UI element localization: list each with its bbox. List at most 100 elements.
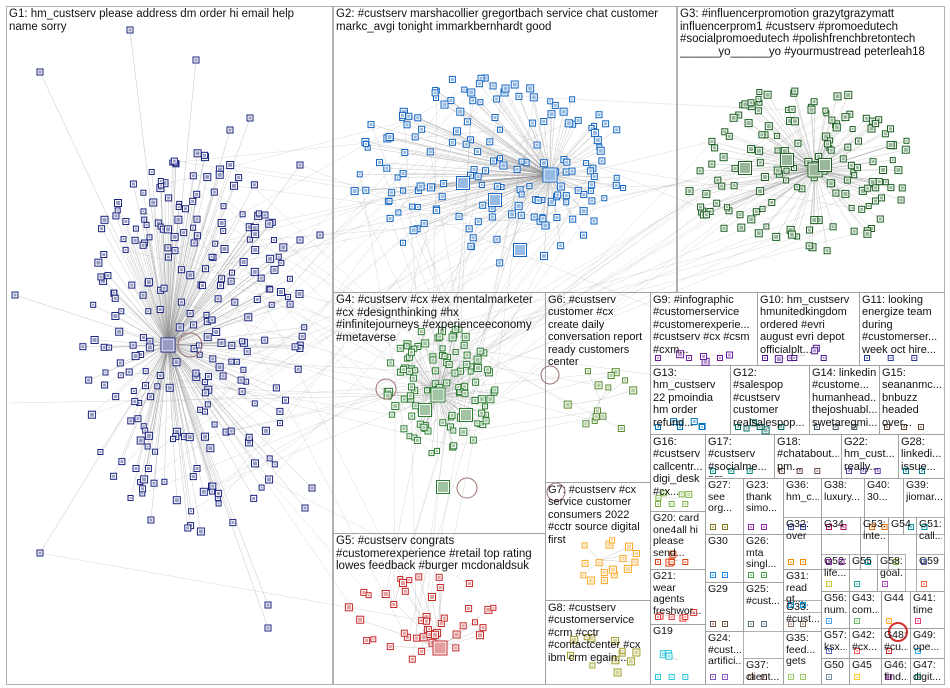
node-g1-avatar <box>264 429 268 433</box>
group-box-g51 <box>917 518 945 570</box>
node-g1-avatar <box>253 248 257 252</box>
node-g14-avatar <box>835 426 837 428</box>
group-box-g56 <box>822 592 850 629</box>
node-g1-avatar <box>183 435 186 438</box>
node-g2-avatar <box>481 204 484 207</box>
node-g4-avatar <box>461 430 465 434</box>
node-g3-avatar <box>865 232 869 236</box>
node-g1-avatar <box>198 344 200 346</box>
node-g16-avatar <box>657 503 659 505</box>
node-g4-avatar <box>476 366 480 370</box>
edge <box>815 170 867 234</box>
node-g3-avatar <box>755 210 758 213</box>
node-g2-avatar <box>481 184 483 186</box>
node-g2-avatar <box>550 200 554 204</box>
node-g4-avatar <box>409 435 411 437</box>
node-g3-avatar <box>760 133 763 136</box>
node-g1-avatar <box>106 274 109 277</box>
node-g1-avatar <box>263 339 266 342</box>
node-g3-avatar <box>851 207 853 209</box>
node-g1-avatar <box>261 487 263 489</box>
node-g3-avatar <box>767 124 771 128</box>
node-g1-avatar <box>241 390 244 393</box>
node-g22-avatar <box>862 470 864 472</box>
node-g7-avatar <box>626 567 630 571</box>
node-g1-avatar <box>149 519 152 522</box>
node-g52-avatar <box>828 583 830 585</box>
node-g2-avatar <box>531 122 534 125</box>
node-g1-avatar <box>280 262 282 264</box>
node-g4-avatar <box>426 389 428 391</box>
node-g2-avatar <box>458 110 462 114</box>
node-g50-avatar <box>828 676 830 678</box>
node-g4-avatar <box>480 397 484 401</box>
node-g2-avatar <box>604 122 607 125</box>
node-g1-avatar <box>223 247 227 251</box>
node-g2-avatar <box>565 201 567 203</box>
node-g1-avatar <box>166 227 170 231</box>
node-g2-avatar <box>498 261 501 264</box>
node-g2-avatar <box>492 160 495 163</box>
node-g3-avatar <box>808 229 811 232</box>
hub-node-g5-avatar <box>435 643 446 654</box>
node-g3-avatar <box>765 226 767 228</box>
node-g28-avatar <box>921 470 923 472</box>
node-g3-avatar <box>710 163 713 166</box>
node-g15-avatar <box>886 426 888 428</box>
node-g34-avatar <box>841 561 843 563</box>
node-g5-avatar <box>422 635 426 639</box>
node-g2-avatar <box>571 218 574 221</box>
node-g4-avatar <box>422 426 425 429</box>
node-g2-avatar <box>571 98 573 100</box>
node-g2-avatar <box>582 193 585 196</box>
node-g3-avatar <box>793 119 797 123</box>
node-g5-avatar <box>392 603 395 606</box>
node-g3-avatar <box>824 110 826 112</box>
node-g1-avatar <box>199 530 203 534</box>
node-g3-avatar <box>728 135 731 138</box>
node-g2-avatar <box>501 164 505 168</box>
node-g1-avatar <box>196 234 199 237</box>
node-g1-avatar <box>96 261 100 265</box>
node-g1-avatar <box>268 257 272 261</box>
node-g3-avatar <box>786 170 788 172</box>
node-g4-avatar <box>408 356 411 359</box>
edge <box>215 217 542 244</box>
node-g2-avatar <box>406 123 409 126</box>
node-g13-avatar <box>701 426 703 428</box>
group-box-g45 <box>850 659 882 685</box>
node-g31-avatar <box>802 604 804 606</box>
node-g23-avatar <box>763 526 765 528</box>
node-g2-avatar <box>495 238 498 241</box>
node-g27-avatar <box>712 526 714 528</box>
node-g2-avatar <box>590 183 593 186</box>
node-g21-avatar <box>692 611 695 614</box>
node-g1-avatar <box>172 438 174 440</box>
edge <box>485 376 611 407</box>
group-box-g7 <box>546 483 651 601</box>
node-g1-avatar <box>186 527 189 530</box>
node-g2-avatar <box>536 144 539 147</box>
node-g1-avatar <box>192 227 194 229</box>
node-g2-avatar <box>471 99 474 102</box>
node-g3-avatar <box>723 227 726 230</box>
node-g2-avatar <box>519 188 522 191</box>
node-g5-avatar <box>368 594 370 596</box>
node-g2-avatar <box>577 189 580 192</box>
node-g2-avatar <box>411 206 413 208</box>
node-g1-avatar <box>14 294 17 297</box>
node-g1-avatar <box>206 314 208 316</box>
node-g4-avatar <box>464 392 467 395</box>
node-g1-avatar <box>260 277 263 280</box>
node-g1-avatar <box>178 325 182 329</box>
node-g26-avatar <box>763 574 765 576</box>
node-g4-avatar <box>440 329 444 333</box>
node-g5-avatar <box>439 586 442 589</box>
node-g2-avatar <box>469 91 473 95</box>
node-g4-avatar <box>431 452 433 454</box>
node-g1-avatar <box>264 214 267 217</box>
node-g1-avatar <box>190 510 192 512</box>
node-g1-avatar <box>192 475 195 478</box>
node-g1-avatar <box>242 369 244 371</box>
node-g1-avatar <box>103 218 107 222</box>
